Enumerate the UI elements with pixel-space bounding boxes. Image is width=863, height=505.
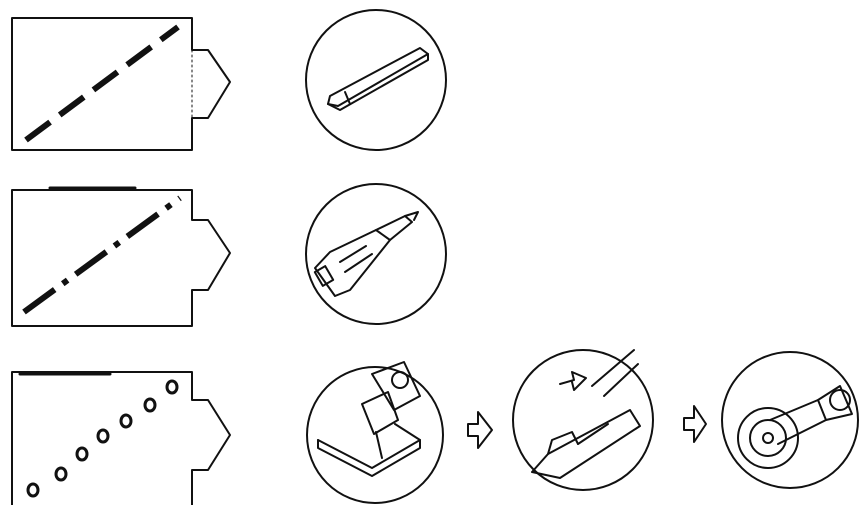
panel-dashed-line bbox=[11, 17, 231, 151]
row-1 bbox=[11, 9, 447, 151]
chisel-icon bbox=[305, 9, 447, 151]
dashdot-line bbox=[22, 195, 182, 315]
drill-icon bbox=[306, 361, 444, 504]
step-arrow-2 bbox=[683, 405, 707, 443]
handheld-cutter-icon bbox=[305, 183, 447, 325]
panel-dashdot-line bbox=[11, 189, 231, 327]
row-2 bbox=[11, 183, 447, 327]
dashed-line bbox=[24, 24, 180, 143]
row-3 bbox=[11, 349, 859, 505]
dotted-line bbox=[26, 379, 179, 498]
grinder-icon bbox=[721, 351, 859, 489]
step-arrow-1 bbox=[467, 411, 493, 449]
plane-icon bbox=[512, 349, 654, 491]
panel-dotted-line bbox=[11, 371, 231, 505]
